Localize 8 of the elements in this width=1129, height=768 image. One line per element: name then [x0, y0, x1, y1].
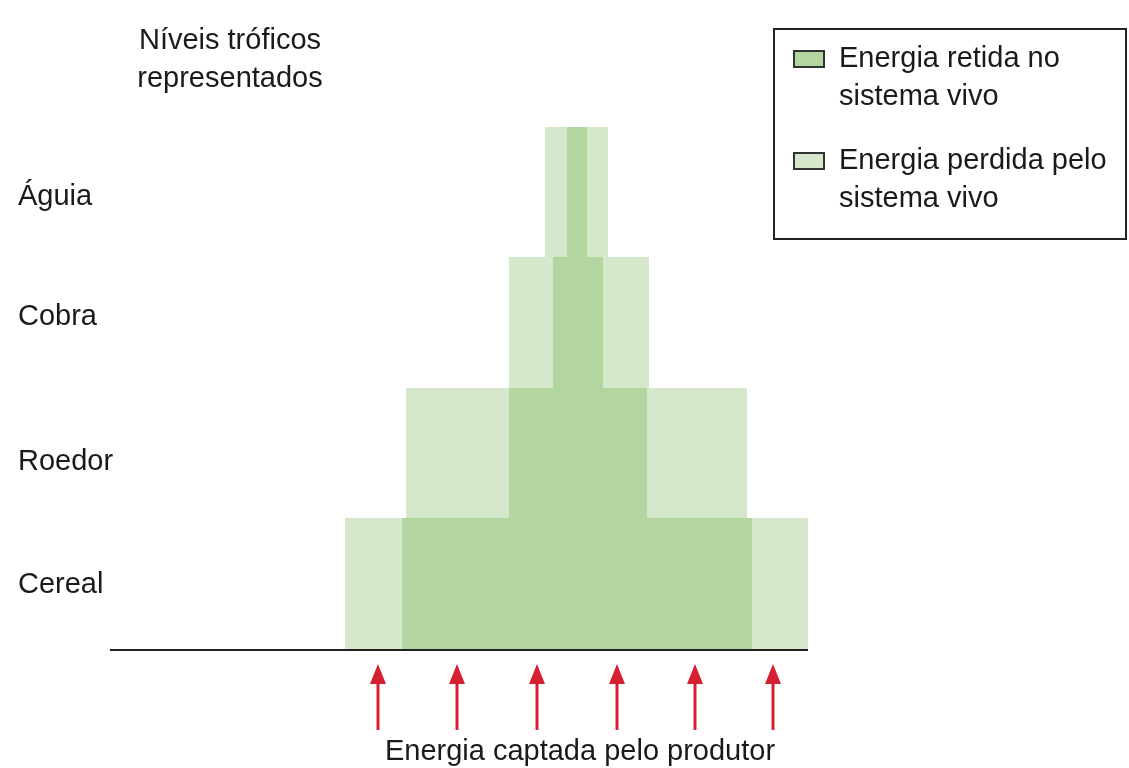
legend-text: Energia perdida pelo sistema vivo	[839, 142, 1108, 215]
axis-caption: Energia captada pelo produtor	[383, 733, 777, 768]
level-label: Cereal	[18, 566, 105, 601]
axis-heading: Níveis tróficos representados	[136, 22, 324, 95]
legend-text: Energia retida no sistema vivo	[839, 40, 1061, 113]
level-label: Roedor	[18, 443, 115, 478]
level-label: Águia	[18, 178, 94, 213]
level-label: Cobra	[18, 298, 98, 333]
